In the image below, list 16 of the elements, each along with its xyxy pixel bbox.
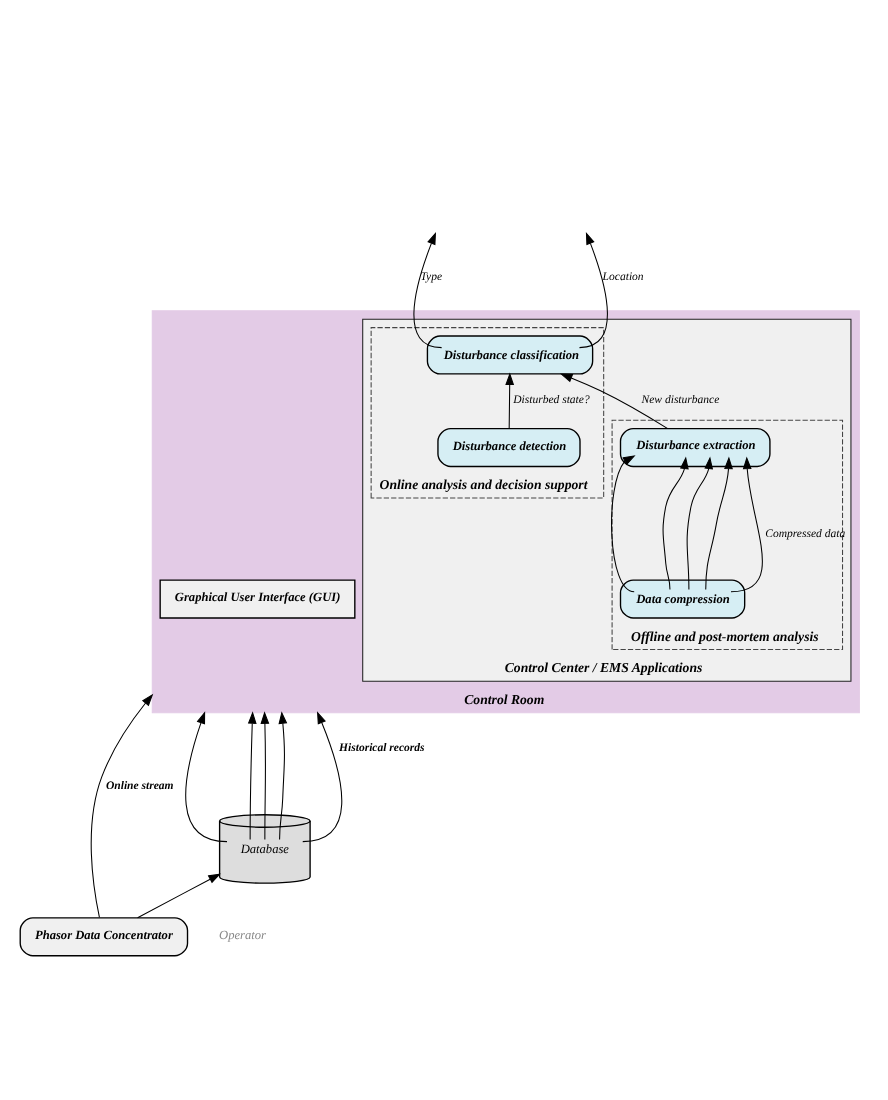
arrow: [413, 230, 443, 348]
arrow: [559, 372, 668, 428]
arrow: [278, 710, 288, 840]
arrow: [505, 371, 515, 428]
arrow: [90, 692, 154, 917]
arrow: [185, 710, 228, 842]
arrow: [686, 455, 714, 590]
arrow: [302, 710, 343, 842]
arrow: [705, 455, 733, 590]
arrow: [578, 230, 608, 348]
arrow: [247, 710, 257, 840]
arrow: [260, 710, 270, 840]
arrow: [662, 455, 689, 590]
arrow: [137, 872, 221, 918]
arrow: [611, 454, 636, 592]
arrow: [730, 455, 763, 592]
